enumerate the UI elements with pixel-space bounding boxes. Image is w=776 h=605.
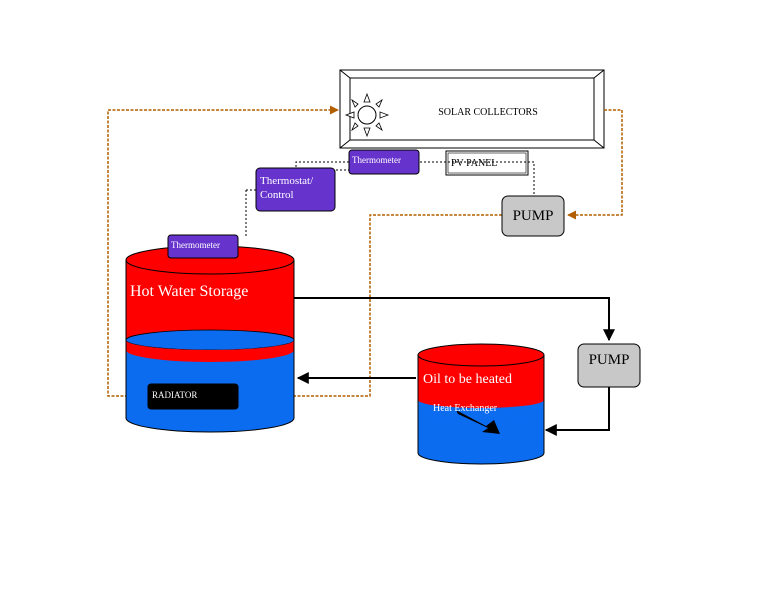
thermometer-left-label: Thermometer bbox=[171, 240, 220, 250]
thermometer-left: Thermometer bbox=[167, 234, 239, 259]
thermostat-control: Thermostat/ Control bbox=[255, 167, 336, 212]
oil-tank: Oil to be heated Heat Exchanger bbox=[417, 343, 545, 465]
solar-loop-pipes bbox=[107, 105, 623, 401]
heat-transfer-pipes bbox=[294, 297, 615, 436]
pump-right-label: PUMP bbox=[589, 352, 630, 368]
pump-right: PUMP bbox=[577, 343, 641, 388]
thermostat-label-line1: Thermostat/ bbox=[260, 175, 314, 187]
heat-exchanger-icon bbox=[456, 410, 500, 434]
thermometer-top: Thermometer bbox=[348, 149, 420, 175]
oil-to-be-heated-label: Oil to be heated bbox=[423, 372, 512, 387]
pv-panel-label: PV PANEL bbox=[451, 158, 497, 169]
control-wiring bbox=[245, 161, 535, 236]
sun-icon bbox=[344, 92, 390, 138]
solar-collectors-label: SOLAR COLLECTORS bbox=[438, 107, 538, 118]
pump-top: PUMP bbox=[501, 195, 565, 237]
pump-top-label: PUMP bbox=[513, 208, 554, 224]
solar-collector-panel: SOLAR COLLECTORS bbox=[339, 69, 605, 149]
pv-panel: PV PANEL bbox=[445, 150, 529, 176]
radiator: RADIATOR bbox=[147, 383, 239, 410]
radiator-label: RADIATOR bbox=[152, 390, 197, 400]
hot-water-storage-label: Hot Water Storage bbox=[130, 283, 248, 300]
thermostat-label-line2: Control bbox=[260, 189, 294, 201]
heat-exchanger-label: Heat Exchanger bbox=[433, 403, 498, 414]
thermometer-top-label: Thermometer bbox=[352, 155, 401, 165]
